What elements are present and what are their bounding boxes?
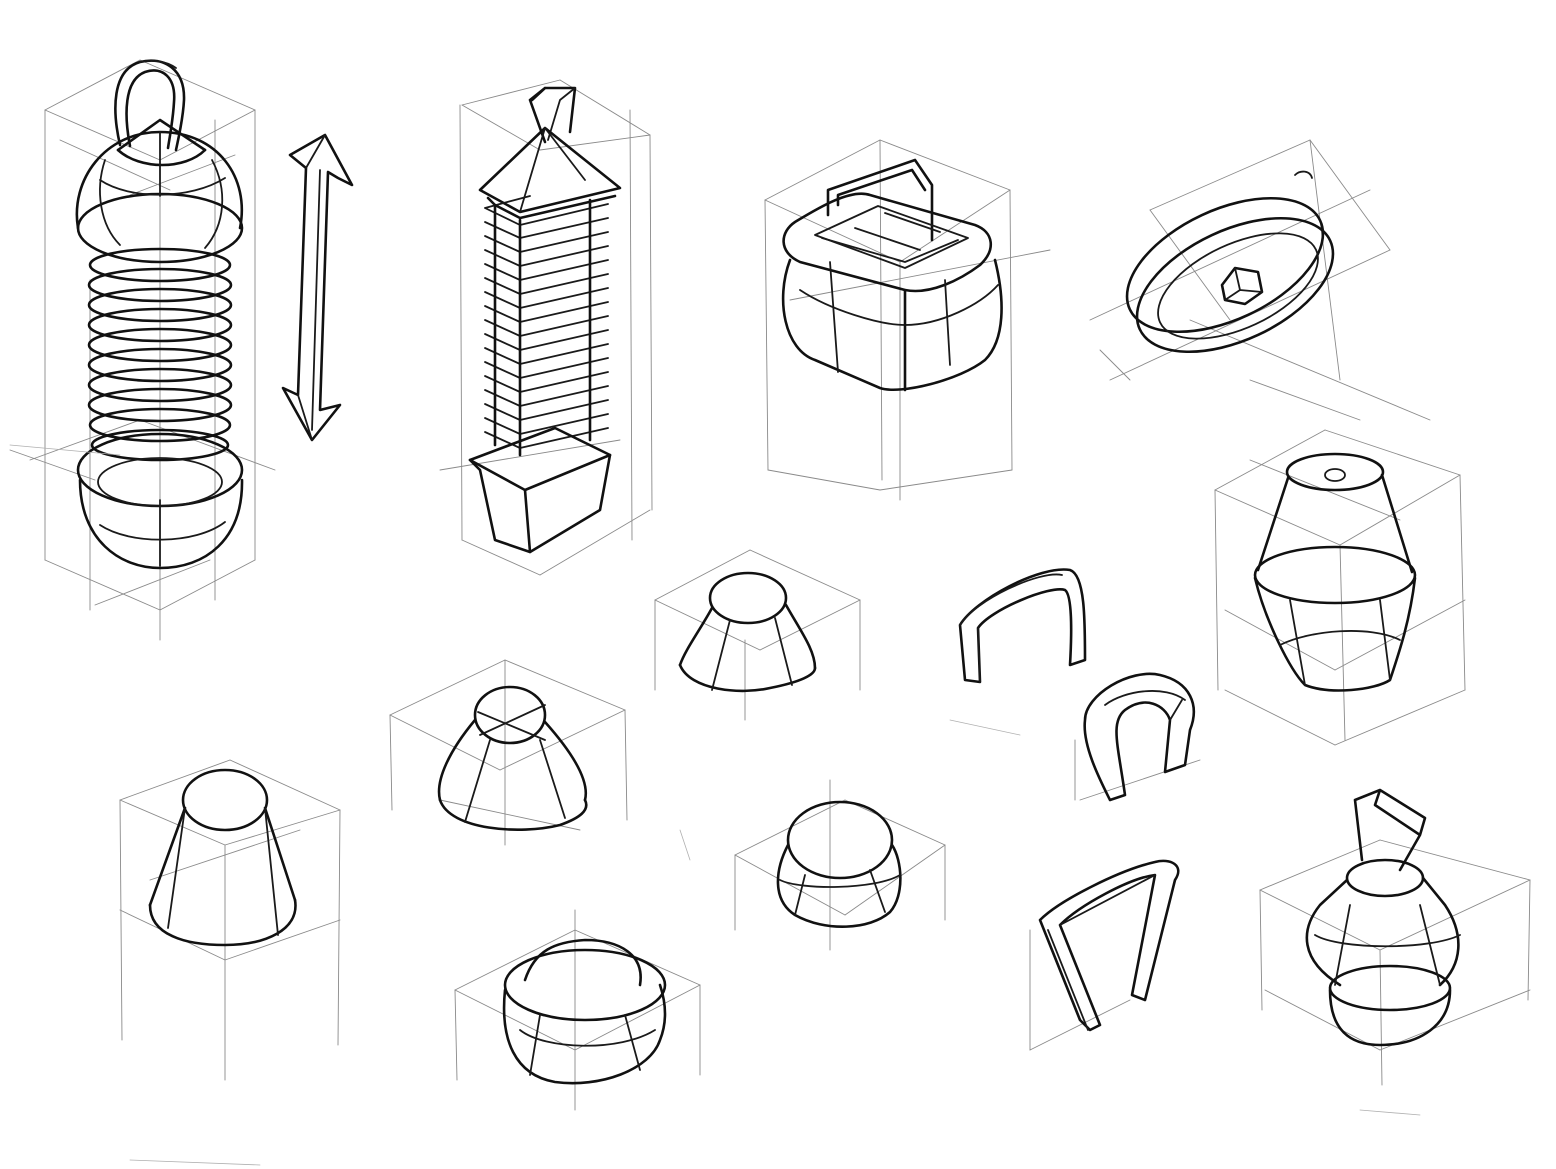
rounded-cushion-dome xyxy=(734,779,946,951)
flat-oval-disc-with-hole xyxy=(1089,139,1431,421)
stacked-pagoda-lantern xyxy=(439,79,653,576)
rounded-box-with-wire-handle xyxy=(764,139,1051,501)
tall-rectangular-handle xyxy=(1029,859,1180,1051)
truncated-cone-lamp xyxy=(119,759,341,1081)
double-arrow-indicator xyxy=(281,133,354,442)
low-cone-base xyxy=(389,659,628,846)
bowl-dome xyxy=(454,909,701,1111)
square-arch-handle xyxy=(958,568,1087,684)
ribbed-dome-lantern-with-ring-handle xyxy=(9,59,276,641)
u-shaped-handle xyxy=(1074,672,1201,802)
tapered-lantern-with-top-hole xyxy=(1214,429,1466,746)
flanged-dome-cap xyxy=(654,549,861,721)
bulbous-lantern-with-tab-handle xyxy=(1259,788,1531,1086)
construction-marks xyxy=(9,444,1421,1166)
